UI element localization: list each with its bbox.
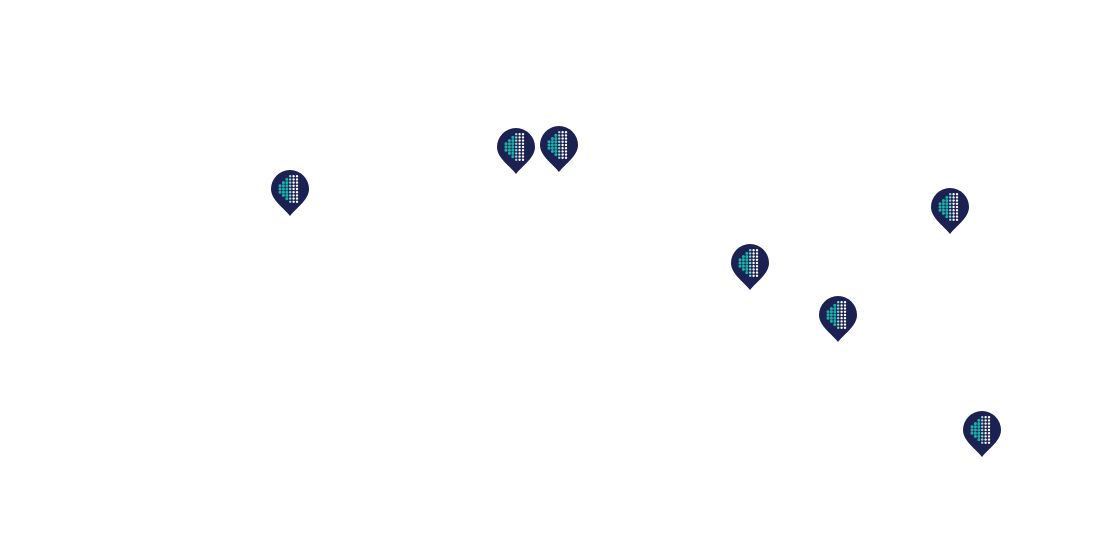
location-pin-icon bbox=[271, 170, 309, 216]
map-marker[interactable] bbox=[730, 243, 770, 291]
location-pin-icon bbox=[931, 188, 969, 234]
location-pin-icon bbox=[963, 411, 1001, 457]
map-marker[interactable] bbox=[496, 127, 536, 175]
map-marker[interactable] bbox=[539, 125, 579, 173]
map-marker[interactable] bbox=[270, 169, 310, 217]
map-marker[interactable] bbox=[930, 187, 970, 235]
location-pin-icon bbox=[731, 244, 769, 290]
map-marker[interactable] bbox=[818, 295, 858, 343]
location-pin-icon bbox=[540, 126, 578, 172]
location-pin-icon bbox=[497, 128, 535, 174]
map-marker[interactable] bbox=[962, 410, 1002, 458]
location-pin-icon bbox=[819, 296, 857, 342]
